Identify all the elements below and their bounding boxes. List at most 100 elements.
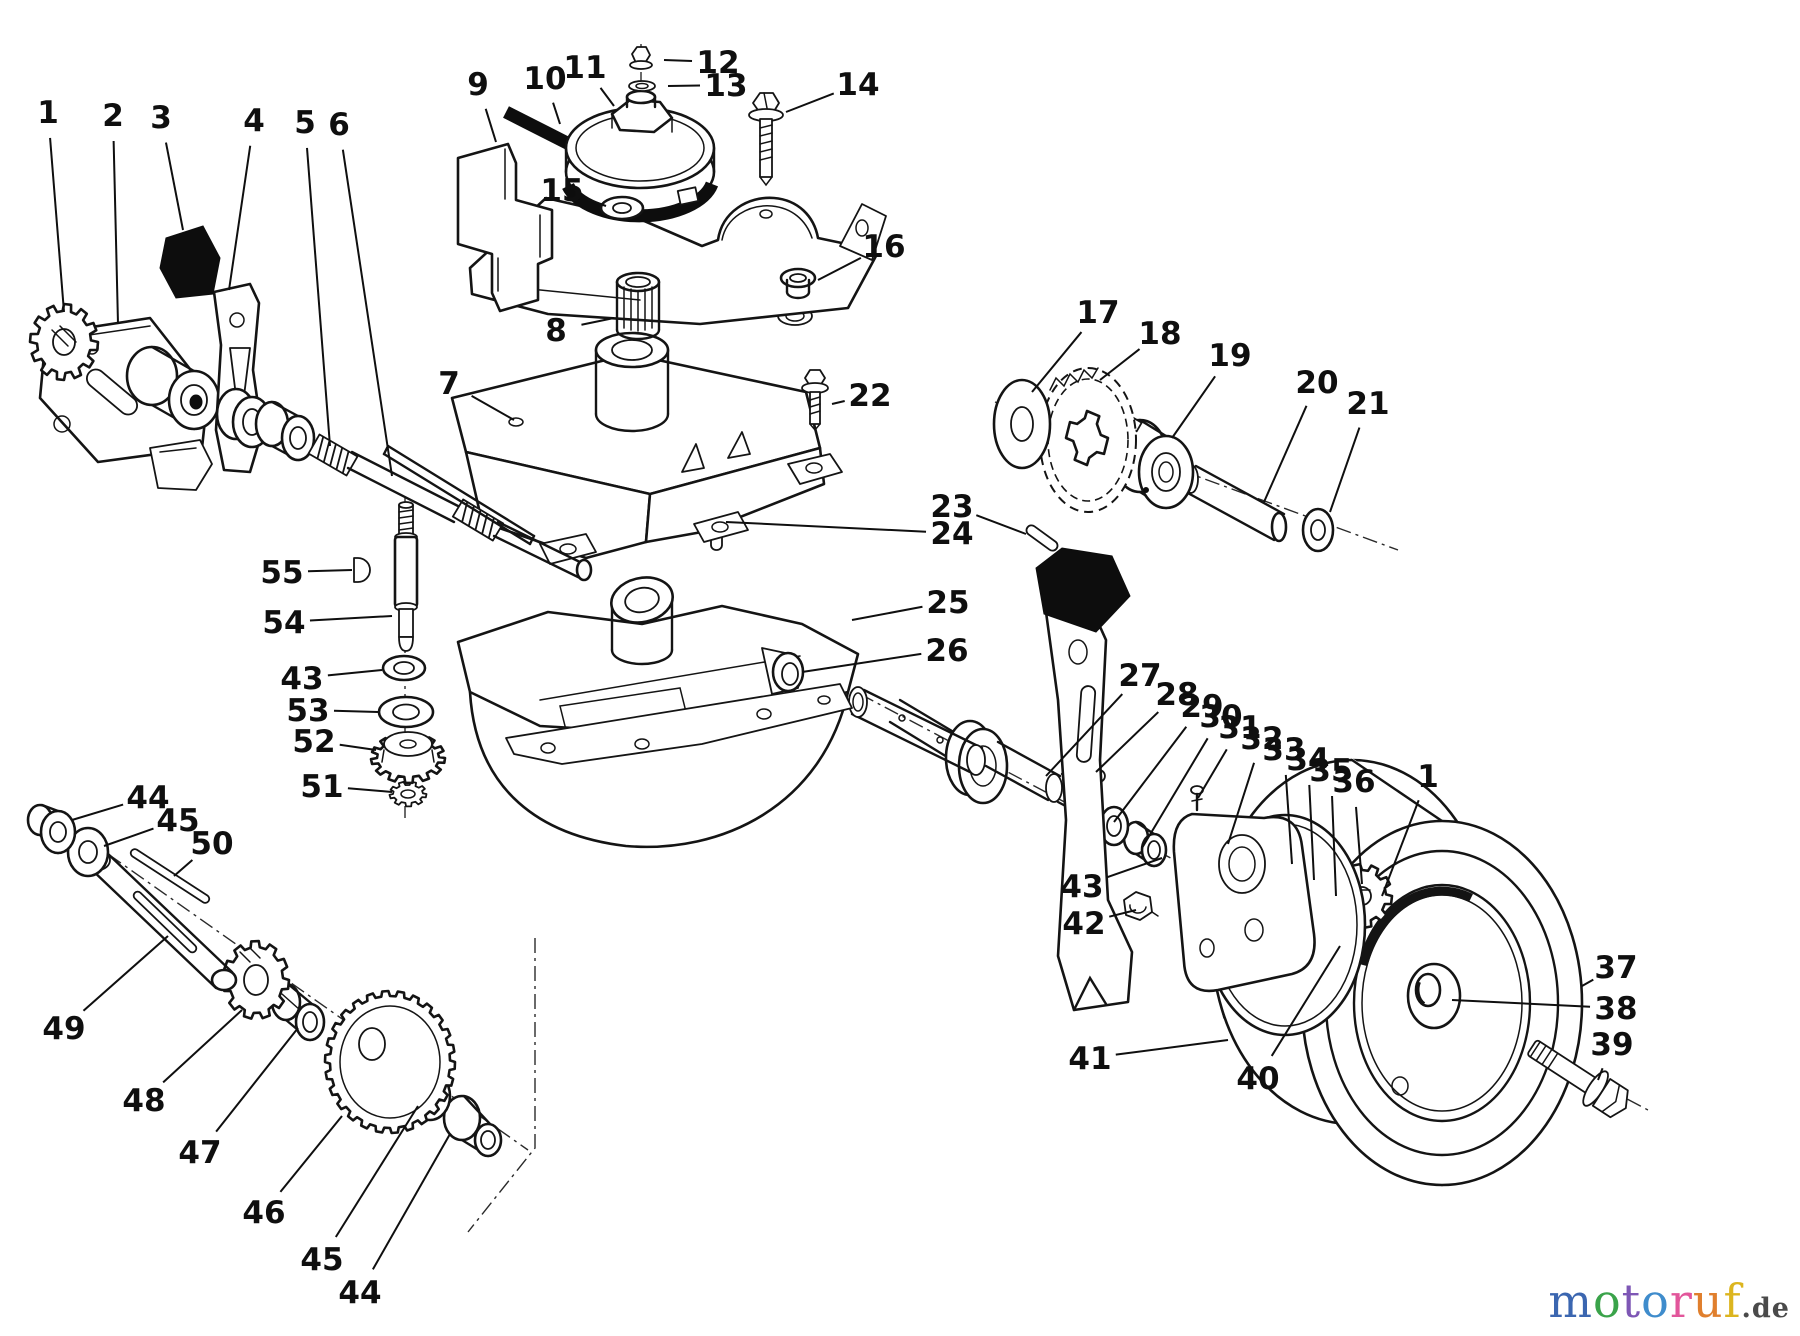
leader-line-42: [1108, 909, 1137, 918]
callout-46: 46: [242, 1195, 285, 1231]
leader-line-15: [586, 197, 607, 207]
callout-55: 55: [260, 555, 303, 591]
leader-line-45: [103, 827, 154, 847]
leader-line-36: [1355, 806, 1363, 885]
leader-line-21: [1329, 427, 1361, 513]
watermark-suffix: .de: [1741, 1293, 1790, 1324]
leader-line-28: [1095, 711, 1159, 773]
leader-line-48: [162, 1009, 243, 1084]
part-set-screw-55: [353, 557, 371, 583]
callout-14: 14: [836, 67, 879, 103]
callout-4: 4: [243, 103, 265, 139]
leader-line-52: [339, 743, 377, 751]
leader-line-9: [484, 108, 497, 143]
callout-51: 51: [300, 769, 343, 805]
part-nut-42: [1123, 891, 1159, 921]
part-axle-plate-32: [1172, 812, 1316, 993]
part-washer-17: [992, 378, 1052, 470]
callout-42: 42: [1062, 906, 1105, 942]
part-clutch-drum: [254, 400, 316, 462]
callout-43: 43: [1060, 869, 1103, 905]
callout-8: 8: [545, 313, 567, 349]
callout-44: 44: [338, 1275, 381, 1311]
part-pinion-shaft-54: [393, 501, 419, 652]
part-washer-13: [628, 80, 656, 92]
leader-line-30: [1141, 737, 1209, 849]
part-step-bracket-9: [456, 142, 554, 313]
leader-line-16: [817, 257, 862, 281]
callout-17: 17: [1076, 295, 1119, 331]
callout-22: 22: [848, 378, 891, 414]
callout-47: 47: [178, 1135, 221, 1171]
leader-line-33: [1284, 774, 1293, 865]
callout-5: 5: [294, 105, 316, 141]
part-drive-gear-46: [323, 989, 457, 1135]
callout-19: 19: [1208, 338, 1251, 374]
leader-line-12: [663, 59, 693, 63]
part-bracket-foot: [149, 439, 213, 491]
part-bolt-14: [748, 92, 784, 187]
part-bolt-22: [801, 369, 829, 432]
callout-45: 45: [156, 803, 199, 839]
part-gear-1: [28, 302, 100, 382]
leader-line-26: [801, 652, 922, 673]
leader-line-39: [1597, 1067, 1604, 1081]
leader-line-20: [1263, 405, 1308, 503]
callout-34: 34: [1286, 742, 1329, 778]
leader-line-49: [82, 935, 169, 1012]
leader-line-44: [371, 1133, 451, 1270]
part-grommet-16: [779, 267, 817, 300]
callout-35: 35: [1309, 753, 1352, 789]
callout-48: 48: [122, 1083, 165, 1119]
leader-line-51: [347, 787, 393, 793]
watermark-logo: motoruf.de: [1548, 1274, 1790, 1328]
callout-53: 53: [286, 693, 329, 729]
part-bolt-12: [629, 46, 653, 70]
leader-line-1: [1381, 799, 1420, 897]
callout-45: 45: [300, 1242, 343, 1278]
leader-line-8: [581, 317, 615, 326]
callout-21: 21: [1346, 386, 1389, 422]
watermark-letter: t: [1621, 1274, 1642, 1328]
callout-3: 3: [150, 100, 172, 136]
callout-31: 31: [1218, 710, 1261, 746]
leader-line-37: [1581, 978, 1594, 987]
part-sprocket-18: [1039, 367, 1137, 513]
callout-23: 23: [930, 489, 973, 525]
leader-line-4: [228, 145, 252, 291]
leader-line-43: [327, 669, 383, 677]
part-bushing-47: [270, 982, 326, 1042]
leader-line-19: [1171, 375, 1216, 439]
part-screw-31: [1190, 785, 1204, 812]
callout-28: 28: [1155, 677, 1198, 713]
callout-30: 30: [1199, 699, 1242, 735]
leader-line-45: [334, 1105, 419, 1238]
part-washer-53: [377, 695, 435, 729]
leader-line-32: [1227, 762, 1256, 845]
leader-line-23: [975, 514, 1027, 535]
part-bushing-44-left: [26, 803, 77, 855]
part-height-adjuster-bracket: [1035, 547, 1134, 1012]
part-bearing-8: [615, 271, 661, 341]
callout-49: 49: [42, 1011, 85, 1047]
callout-18: 18: [1138, 316, 1181, 352]
leader-line-38: [1451, 999, 1591, 1008]
watermark-letter: f: [1723, 1274, 1742, 1328]
leader-line-43: [1106, 857, 1163, 879]
callout-27: 27: [1118, 658, 1161, 694]
part-washer-45-left: [66, 826, 110, 878]
callout-16: 16: [862, 229, 905, 265]
callout-26: 26: [925, 633, 968, 669]
callout-7: 7: [438, 366, 460, 402]
part-shoulder-bolt-39: [1527, 1039, 1629, 1119]
leader-line-55: [307, 569, 353, 573]
part-key-50: [129, 848, 211, 904]
part-engine-plate: [468, 196, 887, 326]
part-axle-tube: [848, 686, 986, 776]
part-rubber-flap-3: [159, 225, 221, 299]
part-gear-case-upper-7: [450, 306, 843, 565]
part-worm-shaft-6: [307, 433, 593, 582]
callout-13: 13: [704, 68, 747, 104]
